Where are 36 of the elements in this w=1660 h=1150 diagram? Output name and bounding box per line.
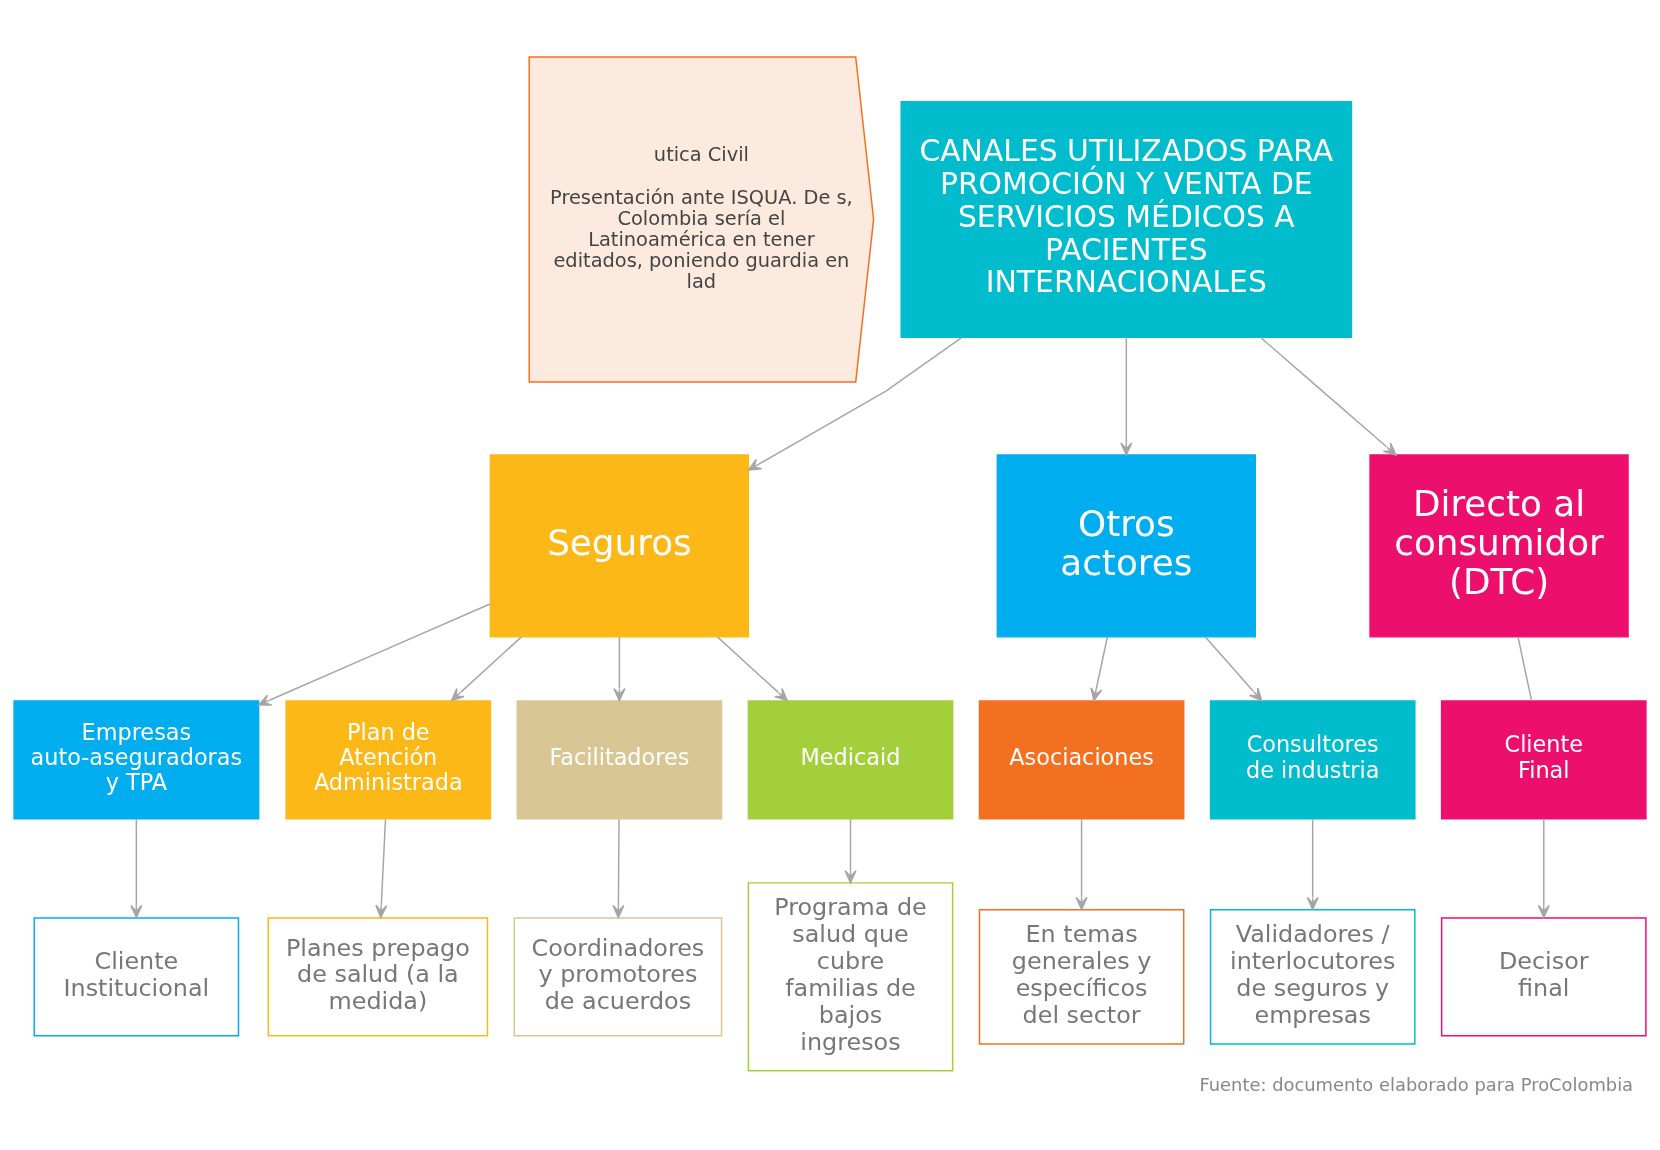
node-box: Planes prepago de salud (a la medida) (267, 917, 489, 1037)
arrow (747, 336, 963, 471)
node-box: Medicaid (747, 700, 954, 820)
arrow (1090, 636, 1109, 702)
arrow (612, 818, 625, 919)
node-box: Empresas auto-aseguradoras y TPA (13, 700, 260, 820)
node-box: Otros actores (996, 454, 1257, 638)
arrow (130, 818, 143, 919)
arrow (844, 818, 857, 884)
node-box: Directo al consumidor (DTC) (1369, 454, 1629, 638)
arrow (1075, 818, 1088, 911)
node-box: Coordinadores y promotores de acuerdos (513, 917, 723, 1037)
arrow (375, 818, 388, 919)
arrow (716, 636, 788, 702)
node-box: Validadores / interlocutores de seguros y empresas (1209, 908, 1416, 1045)
arrow (1306, 818, 1319, 911)
arrow (1120, 336, 1133, 456)
arrow (1204, 636, 1263, 702)
node-box: Cliente Final (1440, 700, 1647, 820)
arrow (450, 636, 523, 702)
node-box: Facilitadores (516, 700, 723, 820)
node-box: Cliente Institucional (33, 917, 240, 1037)
arrow (257, 603, 491, 706)
node-box: Consultores de industria (1209, 700, 1416, 820)
arrow (1259, 336, 1397, 456)
node-box: Seguros (489, 454, 750, 638)
node-box: Plan de Atención Administrada (285, 700, 492, 820)
connector (1517, 636, 1533, 702)
arrow (613, 636, 626, 702)
node-box: CANALES UTILIZADOS PARA PROMOCIÓN Y VENTA DE SERVICIOS MÉDICOS A PACIENTES INTERNACIONALES (900, 100, 1353, 338)
node-box: En temas generales y específicos del sector (978, 908, 1185, 1045)
arrow (1537, 818, 1550, 919)
caption: Fuente: documento elaborado para ProColombia (1199, 1074, 1634, 1095)
node-box: Decisor final (1440, 917, 1647, 1037)
node-box: Asociaciones (978, 700, 1185, 820)
node-box: Programa de salud que cubre familias de bajos ingresos (747, 882, 954, 1072)
